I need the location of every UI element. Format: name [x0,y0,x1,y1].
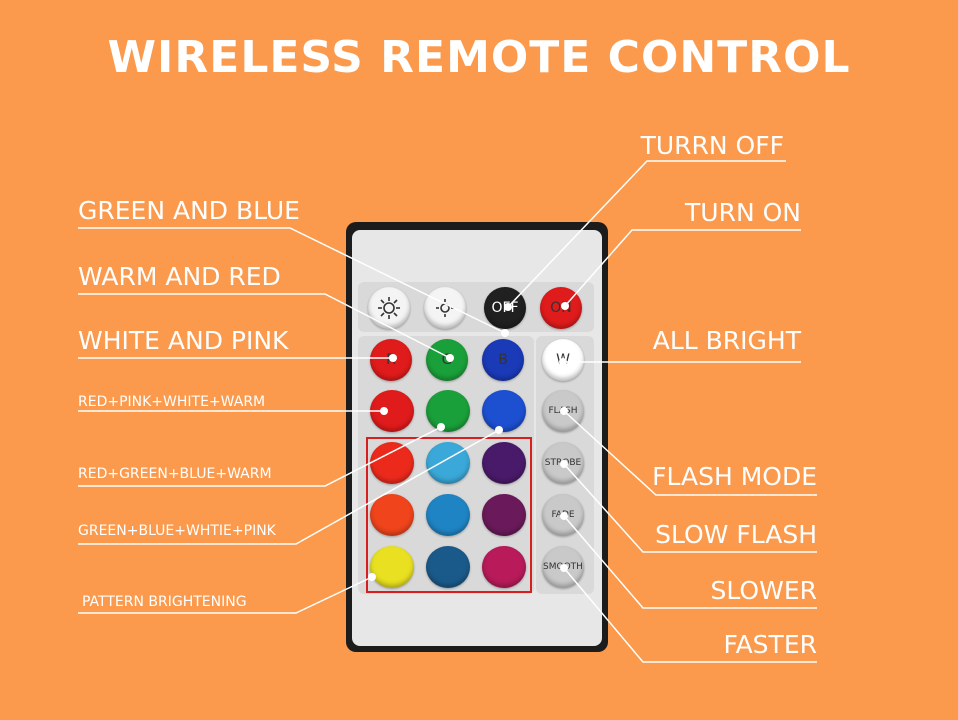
brightness-down-icon [436,299,454,317]
label-slow-flash: SLOW FLASH [655,520,817,549]
callout-line [507,160,786,308]
color-button[interactable] [370,494,414,536]
label-red-green-blue-warm: RED+GREEN+BLUE+WARM [78,466,272,482]
callout-dot [560,564,568,572]
label-green-and-blue: GREEN AND BLUE [78,196,300,225]
callout-dot [501,329,509,337]
page-title: WIRELESS REMOTE CONTROL [107,32,851,83]
callout-dot [504,303,512,311]
pattern-highlight-box [366,437,532,593]
callout-line [78,293,451,359]
brightness-up-icon [378,297,400,319]
label-faster: FASTER [723,630,818,659]
callout-dot [389,354,397,362]
color-button[interactable] [370,546,414,588]
callout-line [78,426,442,487]
callout-dot [380,407,388,415]
label-all-bright: ALL BRIGHT [652,326,801,355]
callout-line [563,515,817,609]
label-red-pink-white-warm: RED+PINK+WHITE+WARM [78,394,266,410]
label-turn-on: TURN ON [685,198,801,227]
label-turn-off: TURRN OFF [640,131,784,160]
label-slower: SLOWER [710,576,817,605]
color-button[interactable] [370,442,414,484]
callout-line [78,576,373,614]
callout-line [563,567,817,663]
blue-button[interactable]: B [482,339,524,381]
blue-button-label: B [498,352,508,368]
brightness-up-button[interactable] [368,287,410,329]
callout-dot [561,302,569,310]
color-button[interactable] [482,546,526,588]
label-flash-mode: FLASH MODE [652,462,817,491]
color-button[interactable] [482,390,526,432]
color-button[interactable] [426,390,470,432]
label-warm-and-red: WARM AND RED [78,262,281,291]
callout-line [78,429,500,545]
callout-dot [368,573,376,581]
callout-line [564,229,801,307]
color-button[interactable] [426,546,470,588]
callout-dot [560,512,568,520]
callout-line [78,227,506,334]
color-button[interactable] [426,442,470,484]
label-green-blue-white-pink: GREEN+BLUE+WHTIE+PINK [78,523,276,539]
callout-dot [560,460,568,468]
callout-line [563,463,817,553]
brightness-down-button[interactable] [424,287,466,329]
label-white-and-pink: WHITE AND PINK [78,326,289,355]
color-button[interactable] [482,494,526,536]
callout-dot [495,426,503,434]
callout-dot [559,358,567,366]
callout-dot [560,407,568,415]
callout-dot [437,423,445,431]
color-button[interactable] [426,494,470,536]
callout-line [563,410,817,496]
label-pattern-brightening: PATTERN BRIGHTENING [82,594,247,610]
color-button[interactable] [482,442,526,484]
callout-dot [446,354,454,362]
